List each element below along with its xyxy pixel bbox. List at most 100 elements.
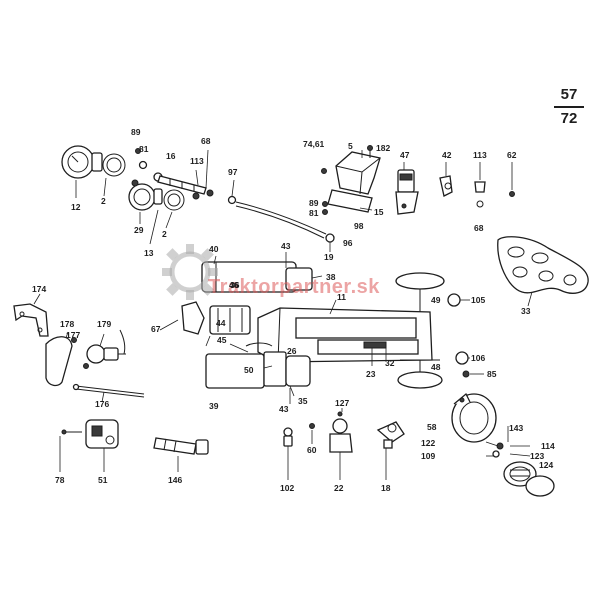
part-label: 58 bbox=[427, 422, 437, 432]
regulator-5-icon bbox=[321, 150, 381, 215]
headlamp-assembly-icon bbox=[451, 392, 555, 497]
part-label: 35 bbox=[298, 396, 308, 406]
cable-19-icon bbox=[227, 179, 335, 252]
part-label: 68 bbox=[474, 223, 484, 233]
part-label: 143 bbox=[509, 423, 524, 433]
part-label: 96 bbox=[343, 238, 353, 248]
part-label: 182 bbox=[376, 143, 391, 153]
tractor-frame-icon bbox=[257, 299, 433, 366]
steering-wheel-icon bbox=[395, 272, 445, 312]
part-label: 13 bbox=[144, 248, 154, 258]
part-label: 105 bbox=[471, 295, 486, 305]
bracket-174-icon bbox=[13, 293, 77, 387]
part-label: 42 bbox=[442, 150, 452, 160]
part-label: 33 bbox=[521, 306, 531, 316]
part-label: 39 bbox=[209, 401, 219, 411]
knob-105-icon bbox=[447, 293, 470, 307]
part-label: 98 bbox=[354, 221, 364, 231]
part-label: 36 bbox=[230, 280, 240, 290]
part-label: 106 bbox=[471, 353, 486, 363]
part-label: 18 bbox=[381, 483, 391, 493]
part-label: 114 bbox=[541, 441, 555, 451]
part-label: 109 bbox=[421, 451, 436, 461]
part-label: 32 bbox=[385, 358, 395, 368]
watermark-text: Traktorpartner.sk bbox=[208, 276, 380, 298]
part-label: 62 bbox=[507, 150, 517, 160]
part-label: 48 bbox=[431, 362, 441, 372]
gauge-12-icon bbox=[61, 145, 126, 198]
front-axle-icon bbox=[397, 359, 443, 389]
bulb-102-icon bbox=[283, 427, 293, 480]
pin-62-icon bbox=[509, 162, 515, 197]
part-label: 16 bbox=[166, 151, 176, 161]
part-label: 176 bbox=[95, 399, 110, 409]
part-label: 179 bbox=[97, 319, 112, 329]
part-label: 45 bbox=[217, 335, 227, 345]
part-label: 81 bbox=[309, 208, 319, 218]
page-reference-numerator: 57 bbox=[560, 86, 578, 103]
part-label: 81 bbox=[139, 144, 149, 154]
part-label: 67 bbox=[151, 324, 161, 334]
screw-89-icon bbox=[131, 148, 163, 187]
part-label: 102 bbox=[280, 483, 295, 493]
part-label: 123 bbox=[530, 451, 545, 461]
socket-146-icon bbox=[153, 437, 209, 472]
part-label: 178 bbox=[60, 319, 75, 329]
cable-16-icon bbox=[157, 149, 214, 200]
part-label: 124 bbox=[539, 460, 554, 470]
part-label: 74,61 bbox=[303, 139, 325, 149]
part-label: 46 bbox=[229, 280, 239, 290]
starter-inner-icon bbox=[181, 301, 251, 335]
part-label: 78 bbox=[55, 475, 65, 485]
part-label: 127 bbox=[335, 398, 350, 408]
part-label: 89 bbox=[309, 198, 319, 208]
part-label: 2 bbox=[101, 196, 106, 206]
part-label: 122 bbox=[421, 438, 436, 448]
part-label: 43 bbox=[279, 404, 289, 414]
page-reference: 57 72 bbox=[554, 86, 584, 127]
part-label: 23 bbox=[366, 369, 376, 379]
bolt-113-icon bbox=[474, 162, 486, 208]
relay-47-icon bbox=[395, 162, 419, 215]
part-label: 5 bbox=[348, 141, 353, 151]
knob-106-icon bbox=[455, 351, 484, 378]
part-label: 97 bbox=[228, 167, 238, 177]
starter-lower-icon bbox=[205, 342, 311, 397]
part-label: 38 bbox=[326, 272, 336, 282]
part-label: 68 bbox=[201, 136, 211, 146]
housing-51-icon bbox=[59, 419, 119, 472]
part-label: 22 bbox=[334, 483, 344, 493]
page-reference-denominator: 72 bbox=[560, 110, 578, 127]
part-label: 174 bbox=[32, 284, 47, 294]
part-label: 51 bbox=[98, 475, 108, 485]
part-label: 2 bbox=[162, 229, 167, 239]
rod-176-icon bbox=[72, 383, 145, 403]
holder-18-icon bbox=[376, 421, 405, 480]
part-label: 19 bbox=[324, 252, 334, 262]
part-label: 89 bbox=[131, 127, 141, 137]
lamp-22-icon bbox=[309, 408, 353, 480]
part-label: 43 bbox=[281, 241, 291, 251]
gauge-29-icon bbox=[128, 183, 185, 245]
misc-leaders-icon bbox=[159, 319, 291, 404]
part-label: 12 bbox=[71, 202, 81, 212]
part-label: 47 bbox=[400, 150, 410, 160]
page-reference-divider bbox=[554, 106, 584, 108]
part-label: 40 bbox=[209, 244, 219, 254]
part-label: 11 bbox=[337, 292, 346, 302]
part-label: 177 bbox=[66, 330, 81, 340]
part-label: 29 bbox=[134, 225, 144, 235]
clip-42-icon bbox=[439, 162, 453, 197]
part-label: 15 bbox=[374, 207, 384, 217]
part-label: 60 bbox=[307, 445, 317, 455]
part-label: 50 bbox=[244, 365, 254, 375]
plate-33-icon bbox=[497, 236, 589, 307]
screw-182-icon bbox=[367, 145, 373, 158]
starter-motor-icon bbox=[201, 252, 323, 293]
part-label: 44 bbox=[216, 318, 226, 328]
part-label: 49 bbox=[431, 295, 441, 305]
part-label: 85 bbox=[487, 369, 497, 379]
part-label: 113 bbox=[473, 150, 487, 160]
